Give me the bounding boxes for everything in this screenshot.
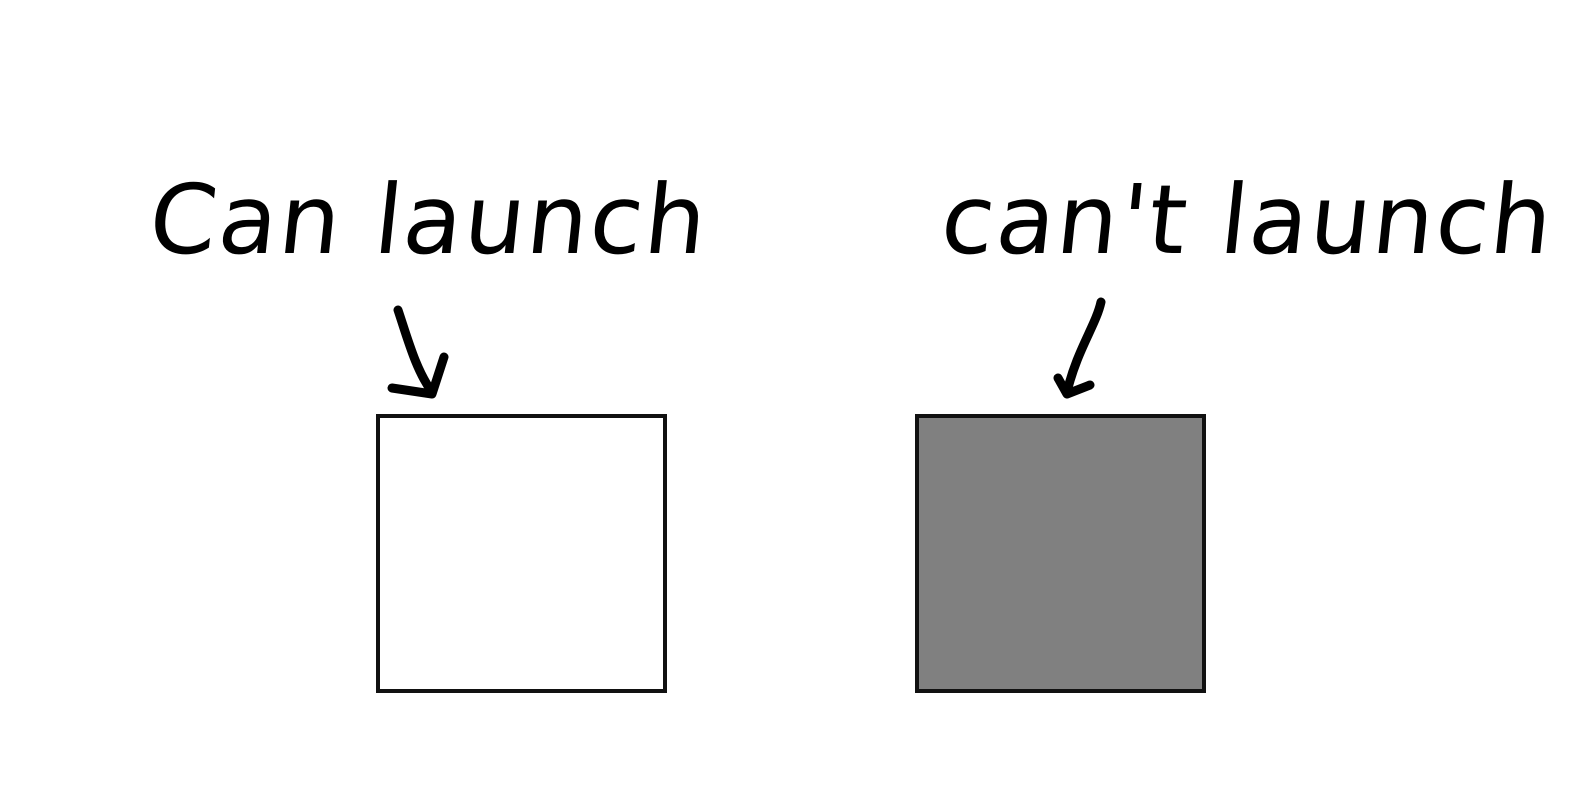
cant-launch-square (915, 414, 1206, 693)
can-launch-square[interactable] (376, 414, 667, 693)
